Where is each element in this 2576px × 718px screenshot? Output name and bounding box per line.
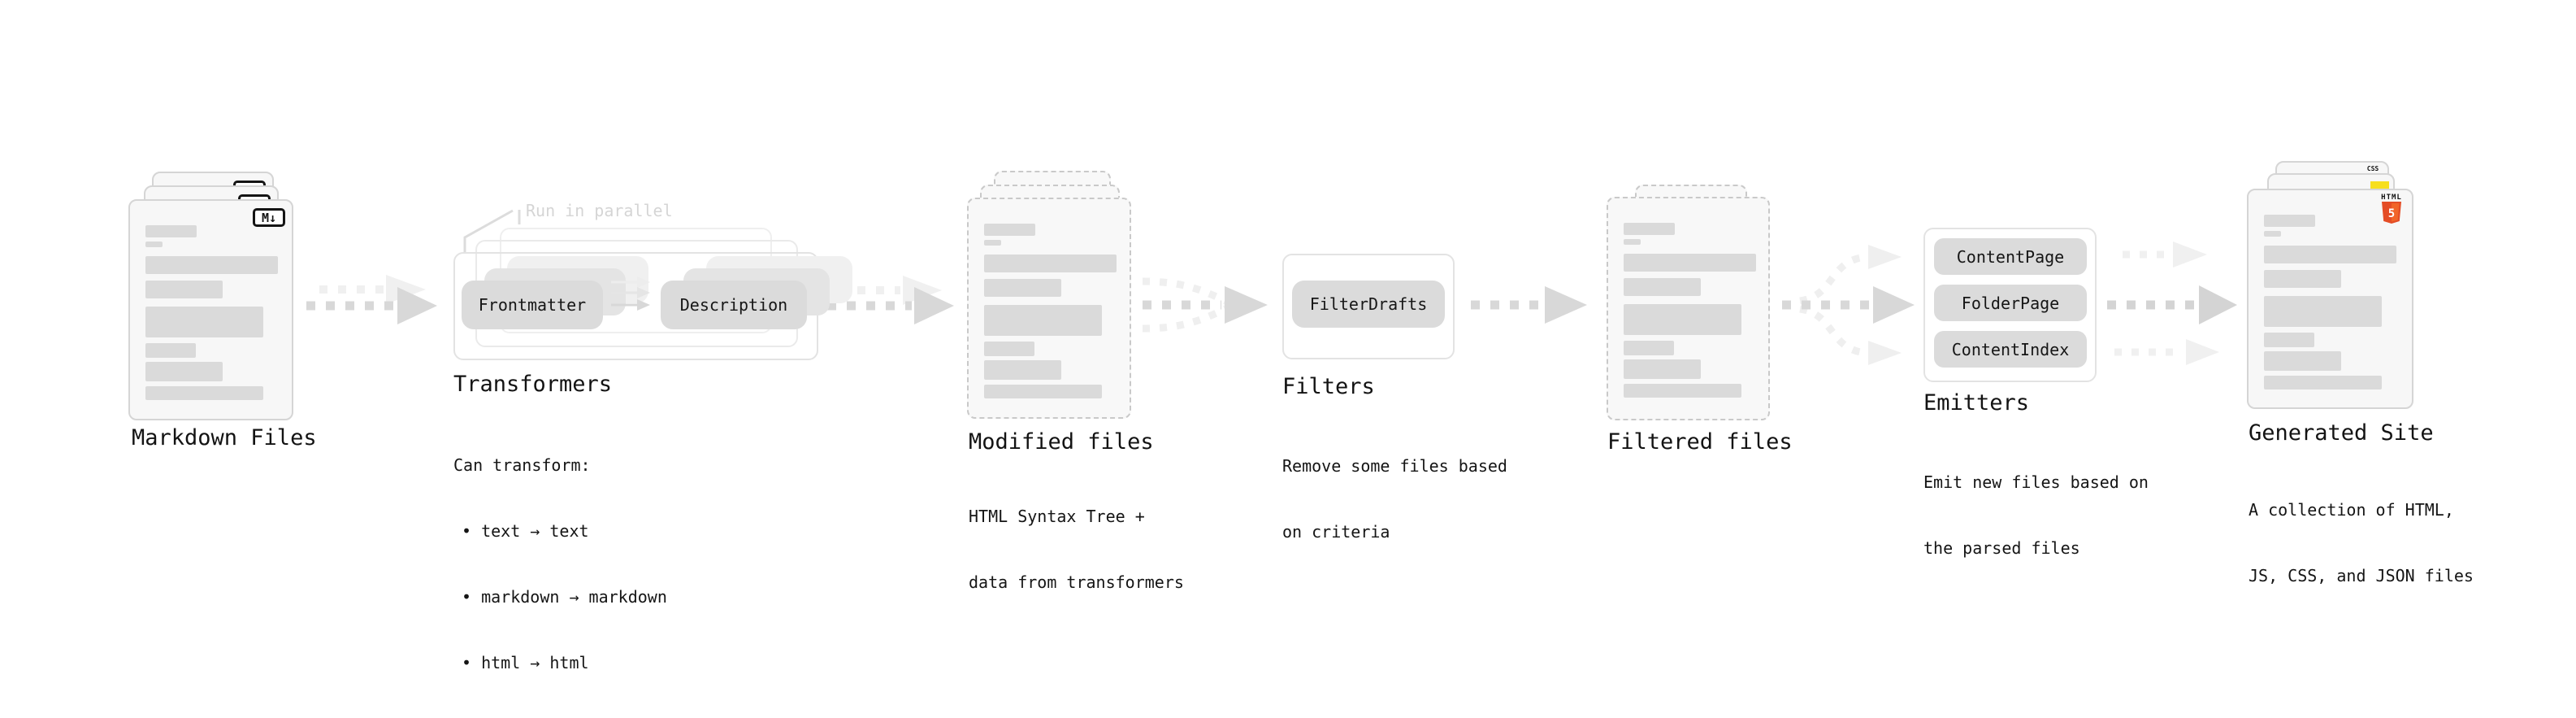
placeholder-bar xyxy=(2264,376,2382,389)
placeholder-bar xyxy=(2264,333,2314,347)
html5-icon: HTML 5 xyxy=(2380,194,2403,227)
placeholder-bar xyxy=(145,307,263,337)
generated-site-label: Generated Site xyxy=(2249,420,2434,446)
run-in-parallel-annotation: Run in parallel xyxy=(526,201,673,220)
placeholder-bar xyxy=(1624,254,1756,272)
modified-desc-line: data from transformers xyxy=(969,572,1184,592)
emitters-desc-line: Emit new files based on xyxy=(1923,472,2149,492)
file-card-front xyxy=(967,198,1131,419)
generated-site-description: A collection of HTML, JS, CSS, and JSON … xyxy=(2249,455,2474,631)
emitters-title: Emitters xyxy=(1923,390,2030,416)
placeholder-bar xyxy=(984,385,1102,398)
filters-desc-line: Remove some files based xyxy=(1282,456,1507,476)
emitters-description: Emit new files based on the parsed files xyxy=(1923,428,2149,603)
flow-arrow-modified-to-filters-converging xyxy=(1142,277,1268,333)
emitters-desc-line: the parsed files xyxy=(1923,538,2080,558)
placeholder-bar xyxy=(1624,239,1641,245)
placeholder-bar xyxy=(984,360,1061,380)
css-icon-label: CSS xyxy=(2366,165,2379,172)
generated-desc-line: A collection of HTML, xyxy=(2249,500,2454,520)
folderpage-pill: FolderPage xyxy=(1934,285,2087,321)
flow-arrow-emitters-to-generated xyxy=(2107,242,2237,365)
transformers-title: Transformers xyxy=(453,372,613,397)
transformers-desc-heading: Can transform: xyxy=(453,455,591,475)
filters-title: Filters xyxy=(1282,374,1375,399)
placeholder-bar xyxy=(145,386,263,400)
placeholder-bar xyxy=(145,281,223,298)
placeholder-bar xyxy=(1624,223,1675,235)
markdown-icon: M↓ xyxy=(253,208,285,227)
arrows-layer xyxy=(306,209,2237,365)
transformers-bullet: • markdown → markdown xyxy=(462,587,667,607)
placeholder-bar xyxy=(145,362,223,381)
placeholder-bar xyxy=(984,240,1001,246)
contentindex-pill: ContentIndex xyxy=(1934,331,2087,368)
placeholder-bar xyxy=(145,256,278,274)
contentpage-pill: ContentPage xyxy=(1934,238,2087,275)
parallel-run-arrows xyxy=(611,276,650,311)
transformers-bullet: • text → text xyxy=(462,521,589,541)
placeholder-bar xyxy=(984,305,1102,336)
placeholder-bar xyxy=(1624,359,1701,379)
placeholder-bar xyxy=(1624,304,1741,335)
filters-desc-line: on criteria xyxy=(1282,522,1390,542)
file-card-front xyxy=(1607,197,1770,420)
placeholder-bar xyxy=(2264,231,2281,237)
modified-files-description: HTML Syntax Tree + data from transformer… xyxy=(969,462,1184,637)
placeholder-bar xyxy=(1624,384,1741,398)
placeholder-bar xyxy=(2264,351,2341,371)
filterdrafts-pill: FilterDrafts xyxy=(1292,281,1445,328)
placeholder-bar xyxy=(984,255,1117,272)
placeholder-bar xyxy=(2264,296,2382,327)
placeholder-bar xyxy=(2264,215,2315,227)
placeholder-bar xyxy=(984,279,1061,297)
placeholder-bar xyxy=(145,225,197,237)
flow-arrow-markdown-to-transformers xyxy=(306,275,437,324)
svg-text:5: 5 xyxy=(2388,207,2395,220)
html5-icon-label: HTML xyxy=(2381,194,2402,202)
file-card-front: M↓ xyxy=(128,199,293,420)
transformers-description: Can transform: • text → text • markdown … xyxy=(453,411,667,718)
placeholder-bar xyxy=(2264,246,2396,263)
filtered-files-label: Filtered files xyxy=(1607,429,1793,455)
frontmatter-pill: Frontmatter xyxy=(462,281,603,329)
placeholder-bar xyxy=(1624,278,1701,296)
transformers-bullet: • html → html xyxy=(462,653,589,672)
placeholder-bar xyxy=(984,342,1034,356)
flow-arrow-transformers-to-modified xyxy=(827,276,954,324)
description-pill: Description xyxy=(661,281,807,329)
pipeline-diagram: { "diagram": { "markdown": { "label": "M… xyxy=(128,161,2474,672)
placeholder-bar xyxy=(2264,270,2341,288)
file-card-front: HTML 5 xyxy=(2247,189,2413,409)
flow-arrow-filters-to-filtered xyxy=(1471,286,1587,324)
placeholder-bar xyxy=(984,224,1035,236)
placeholder-bar xyxy=(1624,341,1674,355)
generated-desc-line: JS, CSS, and JSON files xyxy=(2249,566,2474,585)
parallel-annotation-leader-line xyxy=(463,209,521,254)
html5-shield: 5 xyxy=(2382,202,2401,224)
filters-description: Remove some files based on criteria xyxy=(1282,411,1507,587)
placeholder-bar xyxy=(145,242,163,247)
markdown-files-label: Markdown Files xyxy=(132,425,317,450)
placeholder-bar xyxy=(145,343,196,358)
modified-files-label: Modified files xyxy=(969,429,1154,455)
flow-arrow-filtered-to-emitters-diverging xyxy=(1782,245,1915,365)
modified-desc-line: HTML Syntax Tree + xyxy=(969,507,1145,526)
